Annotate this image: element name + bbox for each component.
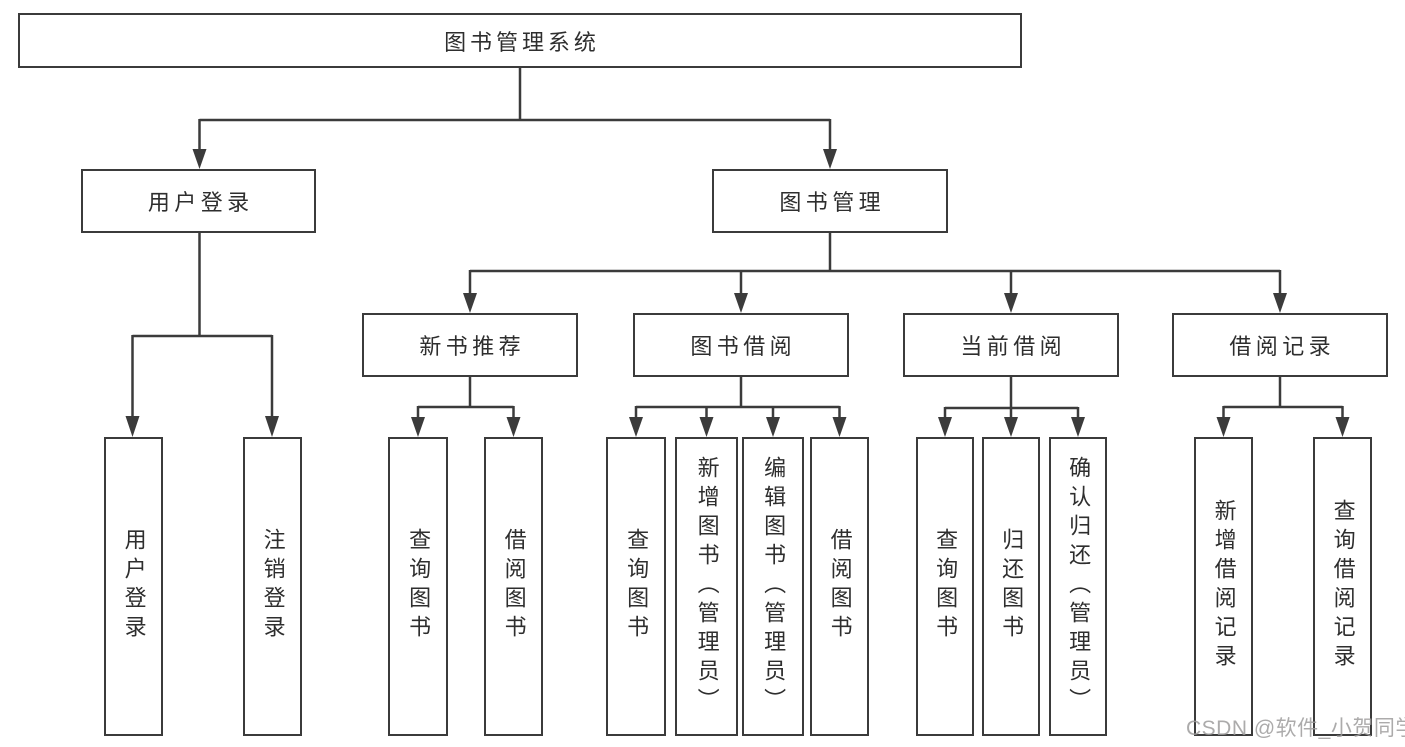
node-label: 新增图书（管理员）: [694, 455, 720, 718]
node-new-book-recommend: 新书推荐: [362, 313, 578, 377]
node-label: 图书借阅: [690, 334, 796, 359]
connector-root-to-level2: [192, 68, 837, 169]
connector-line: [1222, 377, 1344, 419]
connector-user-login-children: [125, 233, 279, 437]
leaf-borrow-books-recommend: 借阅图书: [484, 437, 543, 736]
connector-current-borrowing-children: [938, 377, 1085, 437]
leaf-edit-books-admin: 编辑图书（管理员）: [742, 437, 804, 736]
arrowhead: [411, 417, 425, 437]
arrowhead: [1335, 417, 1350, 437]
node-label: 图书管理系统: [444, 29, 600, 55]
leaf-logout: 注销登录: [243, 437, 302, 736]
node-user-login: 用户登录: [81, 169, 316, 233]
leaf-add-books-admin: 新增图书（管理员）: [675, 437, 738, 736]
csdn-watermark: CSDN @软件_小贺同学: [1186, 717, 1405, 740]
leaf-user-login: 用户登录: [104, 437, 163, 736]
connector-line: [416, 377, 515, 419]
node-borrowing-records: 借阅记录: [1172, 313, 1388, 377]
connector-line: [634, 377, 841, 419]
arrowhead: [506, 417, 521, 437]
connector-book-borrowing-children: [629, 377, 847, 437]
leaf-query-books-current: 查询图书: [916, 437, 974, 736]
arrowhead: [766, 417, 780, 437]
connector-line: [943, 377, 1080, 419]
leaf-confirm-return-admin: 确认归还（管理员）: [1049, 437, 1107, 736]
node-label: 归还图书: [999, 528, 1025, 645]
node-label: 借阅图书: [501, 528, 527, 645]
arrowhead: [1004, 293, 1018, 313]
node-label: 用户登录: [121, 528, 147, 645]
arrowhead: [734, 293, 748, 313]
arrowhead: [125, 416, 140, 437]
arrowhead: [1273, 293, 1287, 313]
node-current-borrowing: 当前借阅: [903, 313, 1119, 377]
leaf-add-borrow-record: 新增借阅记录: [1194, 437, 1253, 736]
leaf-query-borrow-record: 查询借阅记录: [1313, 437, 1372, 736]
node-label: 用户登录: [147, 190, 254, 215]
connector-new-book-recommend-children: [411, 377, 521, 437]
connector-borrowing-records-children: [1216, 377, 1350, 437]
arrowhead: [192, 149, 207, 169]
node-label: 查询图书: [406, 528, 432, 645]
arrowhead: [1004, 417, 1018, 437]
node-label: 查询图书: [933, 528, 959, 645]
arrowhead: [629, 417, 643, 437]
node-label: 注销登录: [260, 528, 286, 645]
node-label: 编辑图书（管理员）: [761, 455, 787, 718]
arrowhead: [823, 149, 837, 169]
node-label: 新增借阅记录: [1211, 499, 1237, 674]
node-label: 新书推荐: [419, 334, 525, 359]
arrowhead: [463, 293, 477, 313]
node-label: 查询借阅记录: [1330, 499, 1356, 674]
connector-line: [131, 233, 274, 418]
leaf-query-books-recommend: 查询图书: [388, 437, 448, 736]
node-label: 借阅图书: [827, 528, 853, 645]
node-label: 查询图书: [624, 528, 650, 645]
node-book-management: 图书管理: [712, 169, 948, 233]
arrowhead: [1071, 417, 1085, 437]
node-label: 借阅记录: [1229, 334, 1335, 359]
connector-line: [468, 233, 1282, 294]
connector-book-management-children: [463, 233, 1287, 313]
arrowhead: [832, 417, 847, 437]
node-label: 图书管理: [779, 190, 885, 215]
node-label: 确认归还（管理员）: [1066, 455, 1092, 718]
leaf-return-books: 归还图书: [982, 437, 1040, 736]
arrowhead: [938, 417, 952, 437]
arrowhead: [1216, 417, 1231, 437]
arrowhead: [699, 417, 714, 437]
node-book-borrowing: 图书借阅: [633, 313, 849, 377]
connector-line: [198, 68, 832, 151]
leaf-query-books-borrowing: 查询图书: [606, 437, 666, 736]
arrowhead: [265, 416, 279, 437]
node-library-management-system: 图书管理系统: [18, 13, 1022, 68]
node-label: 当前借阅: [960, 334, 1066, 359]
leaf-borrow-books-borrowing: 借阅图书: [810, 437, 869, 736]
